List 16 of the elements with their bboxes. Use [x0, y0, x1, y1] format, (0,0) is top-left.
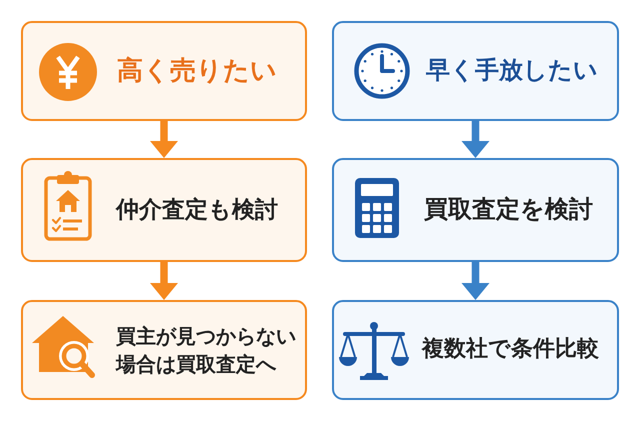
process-box — [21, 21, 307, 121]
arrow — [462, 262, 490, 300]
arrow — [150, 121, 178, 158]
process-box — [21, 158, 307, 262]
step-text: 買主が見つからない場合は買取査定へ — [116, 323, 297, 378]
heading: 高く売りたい — [117, 54, 277, 88]
process-box — [21, 300, 307, 400]
heading: 早く手放したい — [426, 55, 598, 86]
arrow — [462, 121, 490, 158]
step-text: 仲介査定も検討 — [116, 196, 278, 225]
step-text: 買取査定を検討 — [424, 194, 593, 226]
arrow — [150, 262, 178, 300]
process-box — [332, 300, 619, 400]
process-box — [332, 21, 619, 121]
step-text: 複数社で条件比較 — [422, 336, 599, 364]
process-box — [332, 158, 619, 262]
